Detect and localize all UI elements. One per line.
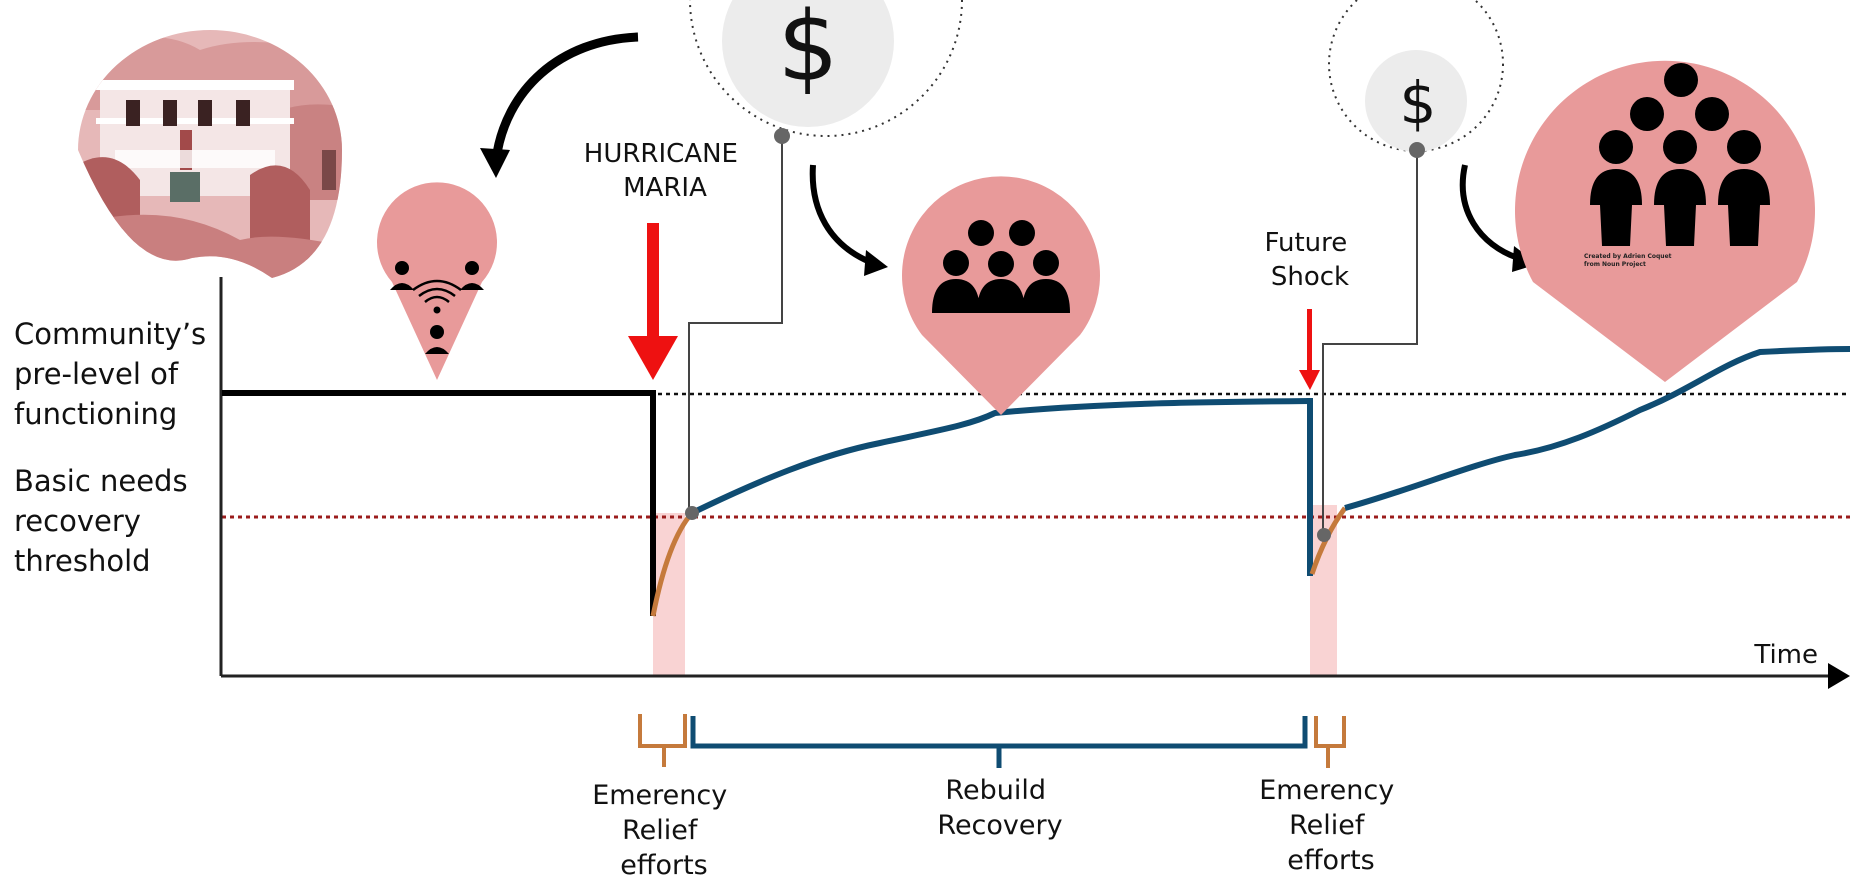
dollar-icon-small [1365,50,1467,152]
house-illustration [78,30,342,278]
relief-label-1: Emerency Relief efforts [592,780,736,879]
recovery-curve-2 [1344,346,1850,511]
relief-bracket-2 [1314,716,1346,748]
curved-arrow-to-house-head [480,148,510,178]
dollar-symbol-small: $ [1400,69,1437,137]
funding-anchor-2 [1409,142,1425,158]
curved-arrow-to-community [809,164,872,265]
dollar-icon [722,0,894,127]
future-shock-arrow-shaft [1307,309,1312,372]
threshold-label: Basic needs recovery threshold [14,464,197,578]
funding-orbit-small [1328,0,1504,152]
community-group-icon [902,176,1100,415]
curved-arrow-to-large-community [1459,164,1520,261]
dollar-symbol-large: $ [777,0,838,103]
curved-arrow-to-community-head [864,250,888,276]
pre-level-label: Community’s pre-level of functioning [14,317,215,431]
funding-anchor-1 [774,128,790,144]
pre-disaster-line [222,390,656,616]
hurricane-label: HURRICANE MARIA [584,139,746,203]
x-axis-label: Time [1753,640,1818,670]
funding-connector-1 [688,136,783,513]
hurricane-arrow-shaft [647,223,659,338]
future-shock-label: Future Shock [1264,228,1355,292]
funding-node-1 [685,506,699,520]
icon-credit: Created by Adrien Coquet from Noun Proje… [1584,253,1674,268]
funding-connector-2 [1322,150,1418,533]
large-community-icon: Created by Adrien Coquet from Noun Proje… [1514,60,1815,382]
funding-node-2 [1317,528,1331,542]
curved-arrow-to-house [491,32,639,161]
rebuild-label: Rebuild Recovery [937,775,1062,841]
x-axis-arrowhead [1828,663,1850,689]
hurricane-arrow-head [628,336,678,380]
relief-label-2: Emerency Relief efforts [1259,775,1403,876]
connected-people-icon [377,182,498,380]
relief-curve-1 [650,511,694,617]
rebuild-bracket [690,716,1308,749]
recovery-curve-1 [690,398,1311,516]
relief-bracket-1 [638,714,687,748]
future-shock-arrow-head [1299,370,1320,390]
